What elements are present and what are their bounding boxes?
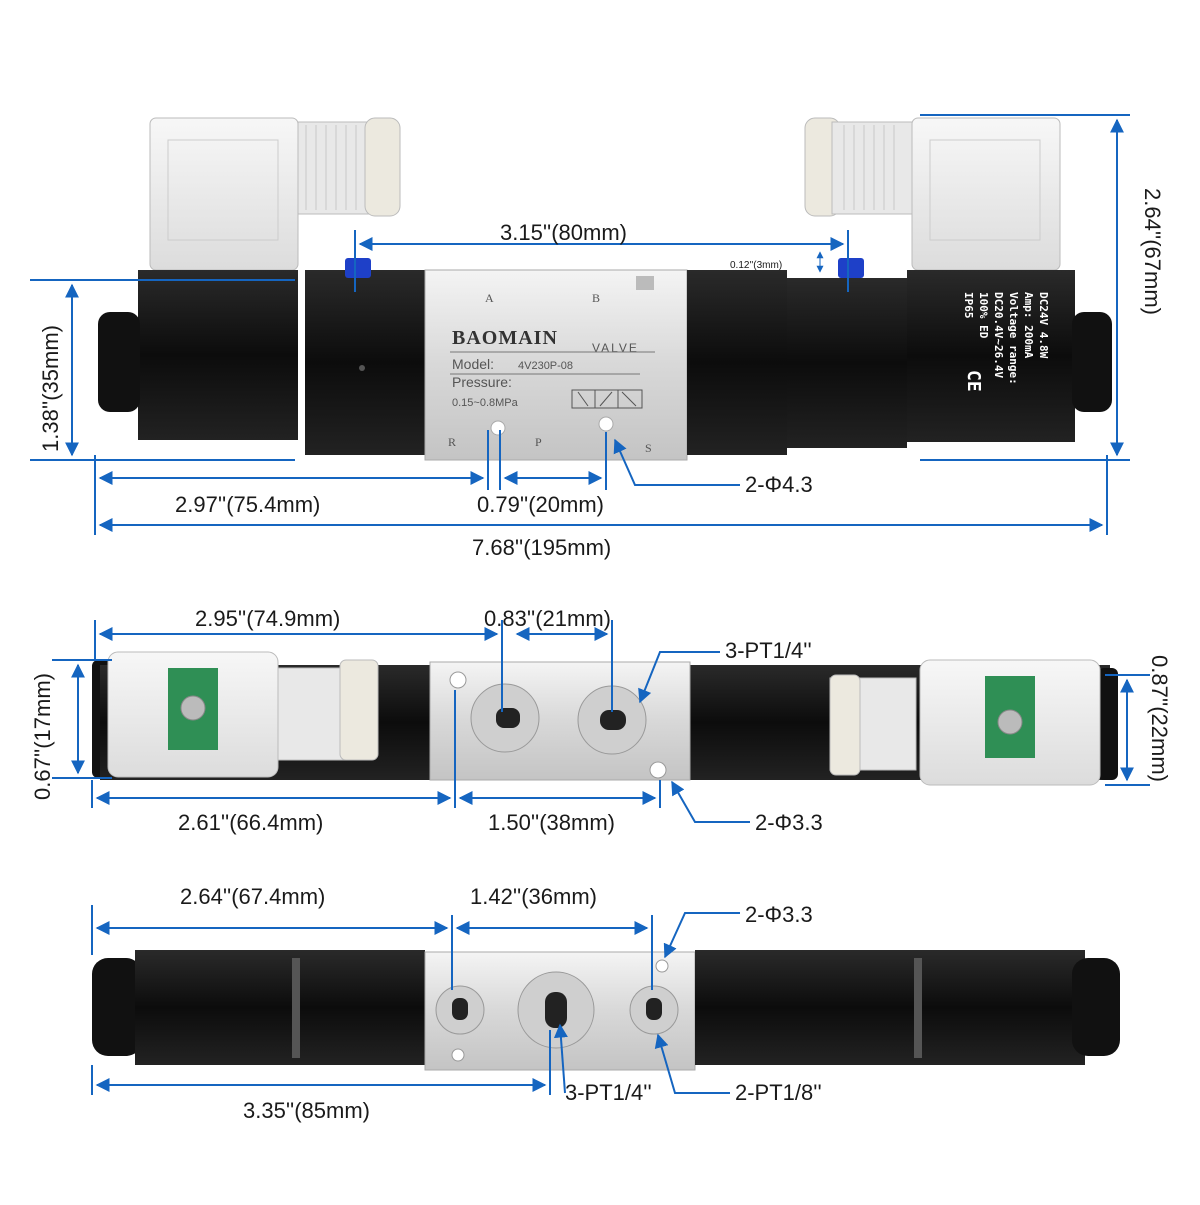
side-aluminum-body	[429, 661, 691, 781]
brand-suffix: VALVE	[592, 341, 639, 355]
dim-left-length: 2.97''(75.4mm)	[175, 492, 320, 517]
coil-line-2: Amp: 200mA	[1022, 292, 1035, 359]
bottom-dimension-lines	[91, 905, 740, 1095]
dim-side-right-height: 0.87''(22mm)	[1147, 655, 1172, 782]
dim-side-mount: 1.50''(38mm)	[488, 810, 615, 835]
top-dimension-lines	[30, 114, 1130, 535]
dim-bottom-holes: 2-Φ3.3	[745, 902, 813, 927]
pressure-label: Pressure:	[452, 374, 512, 390]
coil-line-5: 100% ED	[977, 292, 990, 339]
dim-side-thread: 3-PT1/4''	[725, 638, 812, 663]
model-label: Model:	[452, 356, 494, 372]
dim-bottom-left: 2.64''(67.4mm)	[180, 884, 325, 909]
coil-label: DC24V 4.8W Amp: 200mA Voltage range: DC2…	[962, 292, 1050, 392]
left-pilot-block	[305, 270, 425, 455]
dim-port-pitch: 0.79''(20mm)	[477, 492, 604, 517]
ce-mark: CE	[963, 370, 984, 392]
port-p-label: P	[535, 435, 542, 449]
left-coil	[138, 270, 298, 440]
left-blue-fitting	[345, 258, 371, 278]
bottom-right-body	[695, 950, 1085, 1065]
port-r-label: R	[448, 435, 456, 449]
dim-overall-length: 7.68''(195mm)	[472, 535, 611, 560]
brand-name: BAOMAIN	[452, 327, 558, 349]
side-view: 2.95''(74.9mm) 0.83''(21mm) 3-PT1/4'' 0.…	[30, 606, 1172, 835]
port-a-label: A	[485, 291, 494, 305]
dim-mount-holes: 2-Φ4.3	[745, 472, 813, 497]
coil-line-1: DC24V 4.8W	[1037, 292, 1050, 359]
aluminum-body	[424, 269, 688, 461]
right-end-cap	[1072, 312, 1112, 412]
dim-port-spacing: 3.15''(80mm)	[500, 220, 627, 245]
dim-bottom-thread-main: 3-PT1/4''	[565, 1080, 652, 1105]
dim-total-height: 2.64''(67mm)	[1140, 188, 1165, 315]
dim-side-left-bottom: 2.61''(66.4mm)	[178, 810, 323, 835]
right-pilot-block	[687, 270, 787, 455]
mounting-hole-right	[598, 416, 614, 432]
mounting-hole-left	[490, 420, 506, 436]
valve-symbol	[571, 389, 643, 409]
pressure-value: 0.15~0.8MPa	[452, 397, 519, 409]
coil-line-6: IP65	[962, 292, 975, 319]
dim-side-holes: 2-Φ3.3	[755, 810, 823, 835]
right-connector	[804, 117, 1061, 271]
port-s-label: S	[645, 441, 652, 455]
right-pilot-block-2	[787, 278, 907, 448]
right-coil	[907, 270, 1075, 442]
bottom-left-body	[135, 950, 425, 1065]
right-blue-fitting	[838, 258, 864, 278]
dim-bottom-port-pitch: 1.42''(36mm)	[470, 884, 597, 909]
left-connector	[149, 117, 401, 271]
dim-side-left-top: 2.95''(74.9mm)	[195, 606, 340, 631]
side-dimension-lines	[52, 620, 1150, 823]
dim-body-height: 1.38''(35mm)	[38, 325, 63, 452]
dim-bottom-center: 3.35''(85mm)	[243, 1098, 370, 1123]
coil-line-3: Voltage range:	[1007, 292, 1020, 385]
coil-line-4: DC20.4V~26.4V	[992, 292, 1005, 378]
top-view: A B BAOMAIN VALVE Model: 4V230P-08 Press…	[30, 114, 1165, 560]
dim-side-left-height: 0.67''(17mm)	[30, 673, 55, 800]
dim-offset: 0.12''(3mm)	[730, 260, 782, 271]
bottom-view: 2.64''(67.4mm) 1.42''(36mm) 2-Φ3.3 3.35'…	[91, 884, 1120, 1123]
left-end-cap	[98, 312, 140, 412]
model-value: 4V230P-08	[518, 360, 573, 372]
dim-side-port-pitch: 0.83''(21mm)	[484, 606, 611, 631]
port-b-label: B	[592, 291, 600, 305]
dim-bottom-thread-pilot: 2-PT1/8''	[735, 1080, 822, 1105]
